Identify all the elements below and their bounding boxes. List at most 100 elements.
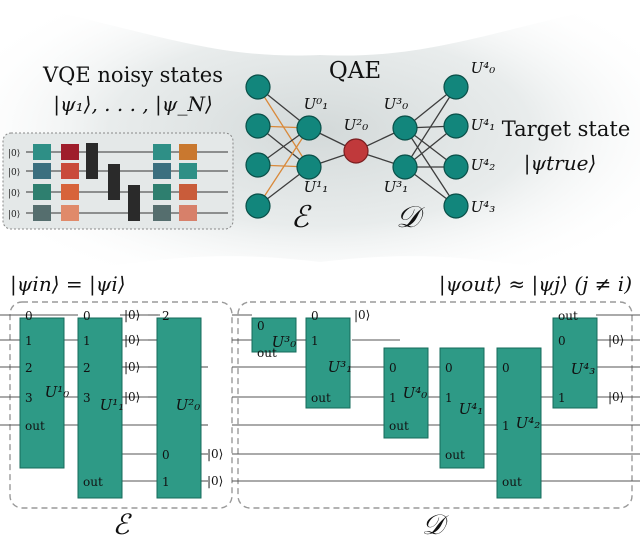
gate-u40: [383, 347, 429, 439]
gate-u31: [305, 317, 351, 409]
gate-port-u11: 1: [83, 334, 91, 348]
gate-port-u30: out: [257, 346, 277, 360]
gate-u42: [496, 347, 542, 499]
network-node-label: U⁴₁: [471, 116, 496, 134]
gate-port-u31: 1: [311, 334, 319, 348]
network-node-label: U⁴₂: [471, 156, 496, 174]
mini-gate: [179, 184, 197, 200]
network-node-label: U⁴₀: [471, 59, 496, 77]
mini-gate: [33, 163, 51, 179]
network-node-label: U⁰₁: [304, 95, 329, 113]
gate-port-u10: 1: [25, 334, 33, 348]
network-node-label: U⁴₃: [471, 198, 496, 216]
network-node: [245, 74, 271, 100]
network-node-label: U³₁: [384, 178, 409, 196]
network-node-label: U³₀: [384, 95, 409, 113]
gate-u20: [156, 317, 202, 499]
ket-zero-label: |0⟩: [207, 447, 223, 461]
mini-gate: [108, 164, 120, 200]
gate-port-u40: 1: [389, 391, 397, 405]
mini-ket-label: |0⟩: [8, 168, 20, 178]
gate-port-u11: 2: [83, 361, 91, 375]
vqe-states: |ψ₁⟩, . . . , |ψ_N⟩: [53, 92, 213, 117]
mini-gate: [61, 184, 79, 200]
gate-port-u11: 0: [83, 309, 91, 323]
mini-gate: [33, 205, 51, 221]
psi-in-label: |ψin⟩ = |ψi⟩: [10, 272, 126, 297]
gate-port-u40: out: [389, 419, 409, 433]
network-edge: [257, 127, 310, 207]
ket-zero-label: |0⟩: [608, 333, 624, 347]
gate-label-u40: U⁴₀: [403, 384, 428, 402]
bottom-encoder-symbol: ℰ: [113, 508, 133, 540]
gate-port-u31: 0: [311, 309, 319, 323]
encoder-symbol: ℰ: [291, 200, 312, 235]
network-node-label: U¹₁: [304, 178, 329, 196]
ket-zero-label: |0⟩: [124, 308, 140, 322]
gate-label-u11: U¹₁: [100, 396, 125, 414]
gate-label-u41: U⁴₁: [459, 400, 484, 418]
gate-u30: [251, 317, 297, 353]
mini-gate: [128, 185, 140, 221]
encoder-frame: [9, 301, 233, 509]
gate-port-u10: out: [25, 419, 45, 433]
gate-label-u31: U³₁: [328, 358, 353, 376]
ket-zero-label: |0⟩: [207, 474, 223, 488]
network-node: [443, 193, 469, 219]
vqe-title: VQE noisy states: [42, 63, 223, 87]
gate-port-u11: 3: [83, 391, 91, 405]
gate-port-u43: out: [558, 309, 578, 323]
mini-ket-label: |0⟩: [8, 210, 20, 220]
gate-port-u41: 1: [445, 391, 453, 405]
gate-port-u42: 0: [502, 361, 510, 375]
ket-zero-label: |0⟩: [124, 360, 140, 374]
gate-u43: [552, 317, 598, 409]
gate-port-u40: 0: [389, 361, 397, 375]
gate-label-u10: U¹₀: [45, 383, 70, 401]
ket-zero-label: |0⟩: [124, 333, 140, 347]
mini-gate: [153, 205, 171, 221]
network-node: [245, 193, 271, 219]
mini-gate: [86, 143, 98, 179]
network-node-label: U²₀: [344, 116, 369, 134]
network-node: [392, 115, 418, 141]
gate-port-u43: 0: [558, 334, 566, 348]
gate-port-u10: 0: [25, 309, 33, 323]
network-node: [392, 154, 418, 180]
gate-port-u41: out: [445, 448, 465, 462]
network-node: [443, 74, 469, 100]
network-node: [443, 113, 469, 139]
mini-ket-label: |0⟩: [8, 189, 20, 199]
ket-zero-label: |0⟩: [608, 390, 624, 404]
gate-port-u42: 1: [502, 419, 510, 433]
network-node: [443, 154, 469, 180]
qae-title: QAE: [329, 58, 381, 84]
bottom-decoder-symbol: 𝒟: [422, 508, 449, 540]
decoder-frame: [237, 301, 633, 509]
mini-ket-label: |0⟩: [8, 149, 20, 159]
mini-gate: [61, 144, 79, 160]
network-node: [245, 113, 271, 139]
mini-gate: [61, 205, 79, 221]
gate-u41: [439, 347, 485, 469]
gate-port-u20: 2: [162, 309, 170, 323]
network-node: [296, 115, 322, 141]
mini-gate: [153, 144, 171, 160]
network-edge: [404, 86, 457, 168]
gate-label-u42: U⁴₂: [516, 414, 541, 432]
gate-port-u20: 0: [162, 448, 170, 462]
gate-port-u41: 0: [445, 361, 453, 375]
qae-network: U⁰₁ U¹₁ U²₀ U³₀ U³₁ U⁴₀ U⁴₁ U⁴₂ U⁴₃: [245, 59, 496, 219]
gate-port-u10: 3: [25, 391, 33, 405]
network-center-node: [343, 138, 369, 164]
ket-zero-label: |0⟩: [124, 390, 140, 404]
target-state: |ψtrue⟩: [524, 151, 597, 176]
mini-gate: [153, 184, 171, 200]
gate-port-u11: out: [83, 475, 103, 489]
gate-port-u30: 0: [257, 319, 265, 333]
target-title: Target state: [502, 117, 631, 141]
network-node: [245, 152, 271, 178]
mini-gate: [61, 163, 79, 179]
mini-gate: [179, 205, 197, 221]
gate-port-u42: out: [502, 475, 522, 489]
